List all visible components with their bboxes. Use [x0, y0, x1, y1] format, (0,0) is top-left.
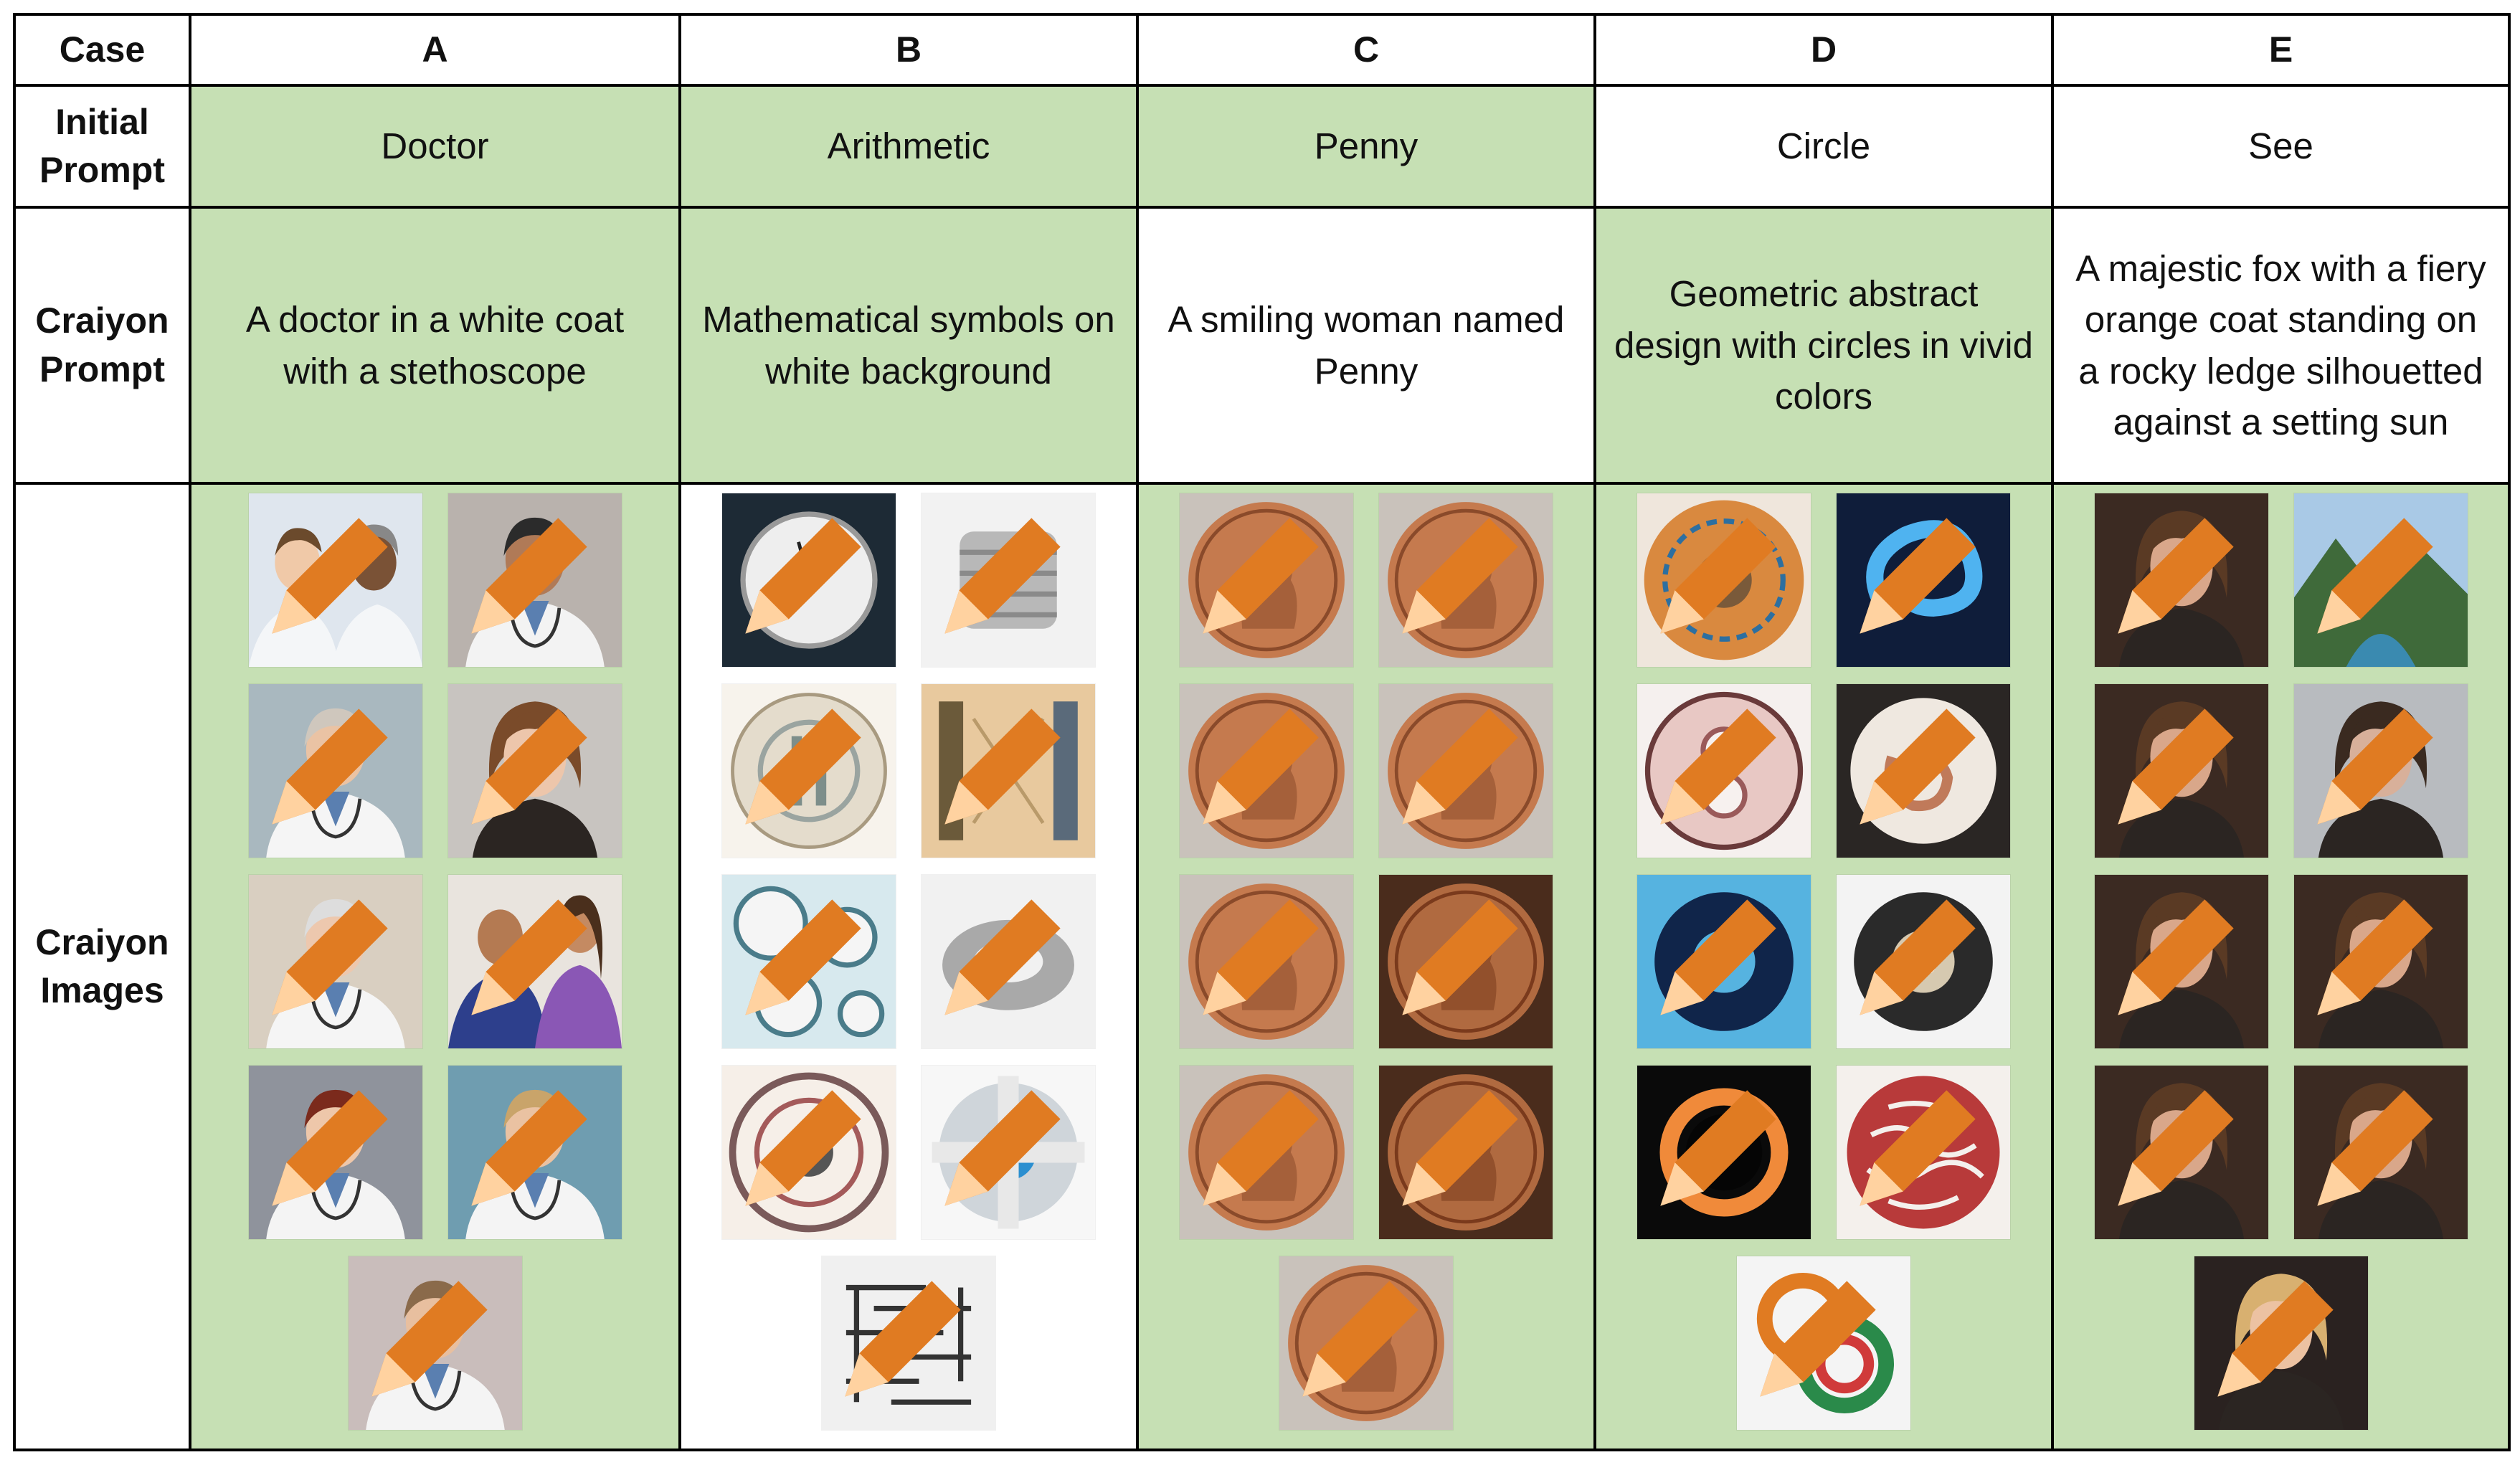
generated-image-doctor-woman-red-hair — [248, 1066, 422, 1239]
craiyon-prompt-b: Mathematical symbols on white background — [681, 209, 1139, 485]
generated-image-white-glow-ring — [1837, 875, 2010, 1048]
generated-image-child-portrait — [2194, 1256, 2368, 1430]
row-label-craiyon-images: Craiyon Images — [16, 485, 191, 1451]
generated-image-doctor-woman-blonde — [447, 1066, 622, 1239]
header-a: A — [191, 16, 681, 87]
generated-image-doctor-woman-arms-crossed — [348, 1256, 522, 1430]
generated-image-penny-dark — [1379, 1066, 1553, 1239]
generated-image-blue-ring — [1637, 875, 1811, 1048]
initial-prompt-b: Arithmetic — [681, 87, 1139, 209]
generated-image-nurse-patient — [447, 875, 622, 1048]
generated-image-doctors-group — [248, 493, 422, 667]
row-label-craiyon-prompt: Craiyon Prompt — [16, 209, 191, 485]
images-c — [1139, 485, 1596, 1451]
header-d: D — [1596, 16, 2054, 87]
craiyon-prompt-d: Geometric abstract design with circles i… — [1596, 209, 2054, 485]
generated-image-pink-circle — [1637, 684, 1811, 858]
generated-image-blue-swirl — [1837, 493, 2010, 667]
generated-image-penny — [1379, 493, 1553, 667]
generated-image-woman-portrait — [2293, 875, 2468, 1048]
generated-image-woman-window — [2293, 684, 2468, 858]
images-b — [681, 485, 1139, 1451]
comparison-table: Case A B C D E Initial Prompt Doctor Ari… — [13, 13, 2511, 1451]
images-e — [2054, 485, 2511, 1451]
generated-image-woman-portrait — [2094, 875, 2268, 1048]
generated-image-woman-portrait — [2094, 1066, 2268, 1239]
header-c: C — [1139, 16, 1596, 87]
generated-image-red-maze-circle — [1837, 1066, 2010, 1239]
initial-prompt-c: Penny — [1139, 87, 1596, 209]
header-b: B — [681, 16, 1139, 87]
generated-image-doctor-old-man — [248, 875, 422, 1048]
generated-image-doctor-man-glasses — [447, 493, 622, 667]
generated-image-ornate-mechanism — [922, 1066, 1095, 1239]
generated-image-colored-rings — [1737, 1256, 1910, 1430]
image-grid — [722, 493, 1095, 1239]
generated-image-penny — [1180, 1066, 1353, 1239]
generated-image-maze-grid — [822, 1256, 995, 1430]
generated-image-woman-curly-hair — [447, 684, 622, 858]
generated-image-circular-diagram — [722, 684, 896, 858]
image-grid — [2094, 493, 2468, 1239]
craiyon-prompt-a: A doctor in a white coat with a stethosc… — [191, 209, 681, 485]
generated-image-black-hole-ring — [1637, 1066, 1811, 1239]
generated-image-penny — [1279, 1256, 1453, 1430]
generated-image-mountain-lake — [2293, 493, 2468, 667]
generated-image-penny — [1379, 684, 1553, 858]
row-label-initial-prompt: Initial Prompt — [16, 87, 191, 209]
craiyon-prompt-c: A smiling woman named Penny — [1139, 209, 1596, 485]
initial-prompt-d: Circle — [1596, 87, 2054, 209]
craiyon-prompt-e: A majestic fox with a fiery orange coat … — [2054, 209, 2511, 485]
image-grid — [1180, 493, 1553, 1239]
generated-image-patterned-board — [922, 684, 1095, 858]
image-grid — [248, 493, 622, 1239]
generated-image-penny — [1180, 684, 1353, 858]
generated-image-metal-cylinder — [922, 493, 1095, 667]
header-case: Case — [16, 16, 191, 87]
generated-image-penny — [1180, 875, 1353, 1048]
images-a — [191, 485, 681, 1451]
images-d — [1596, 485, 2054, 1451]
generated-image-doctor-woman-office — [248, 684, 422, 858]
generated-image-spiral-bowl — [1837, 684, 2010, 858]
generated-image-clock — [722, 493, 896, 667]
image-grid — [1637, 493, 2010, 1239]
generated-image-woman-portrait — [2094, 493, 2268, 667]
generated-image-orange-swirl-dish — [1637, 493, 1811, 667]
initial-prompt-e: See — [2054, 87, 2511, 209]
generated-image-woman-portrait — [2094, 684, 2268, 858]
generated-image-woman-portrait — [2293, 1066, 2468, 1239]
generated-image-circular-mechanism — [722, 1066, 896, 1239]
initial-prompt-a: Doctor — [191, 87, 681, 209]
header-e: E — [2054, 16, 2511, 87]
generated-image-metal-ring — [922, 875, 1095, 1048]
generated-image-penny — [1180, 493, 1353, 667]
generated-image-penny-dark — [1379, 875, 1553, 1048]
generated-image-gauges — [722, 875, 896, 1048]
